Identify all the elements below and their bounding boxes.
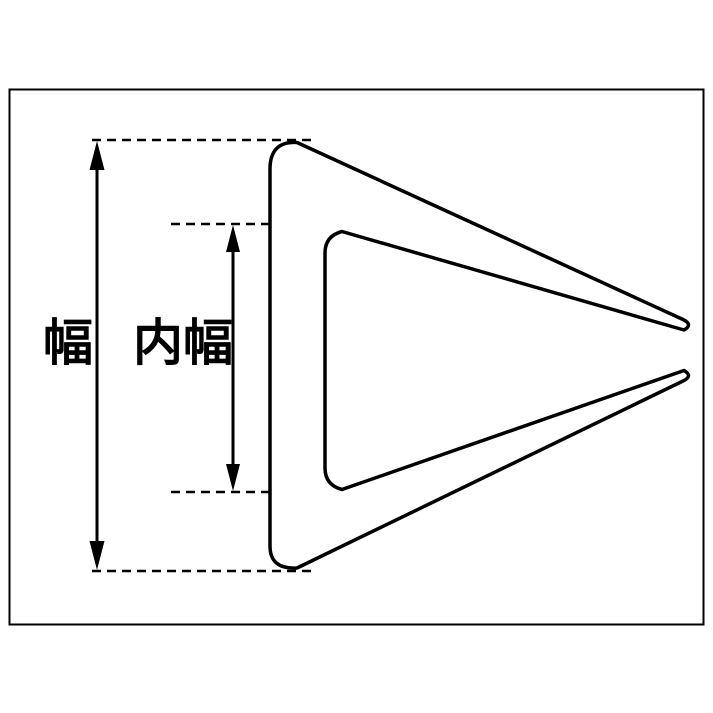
outer-width-label: 幅	[43, 315, 93, 371]
triangle-profile-outline	[268, 140, 691, 570]
outer-width-arrow	[89, 141, 105, 570]
arrow-down-icon	[89, 541, 105, 570]
inner-width-label: 内幅	[133, 315, 233, 371]
arrow-up-icon	[89, 141, 105, 170]
arrow-down-icon	[226, 464, 240, 491]
inner-width-arrow	[226, 225, 240, 491]
arrow-up-icon	[226, 225, 240, 252]
